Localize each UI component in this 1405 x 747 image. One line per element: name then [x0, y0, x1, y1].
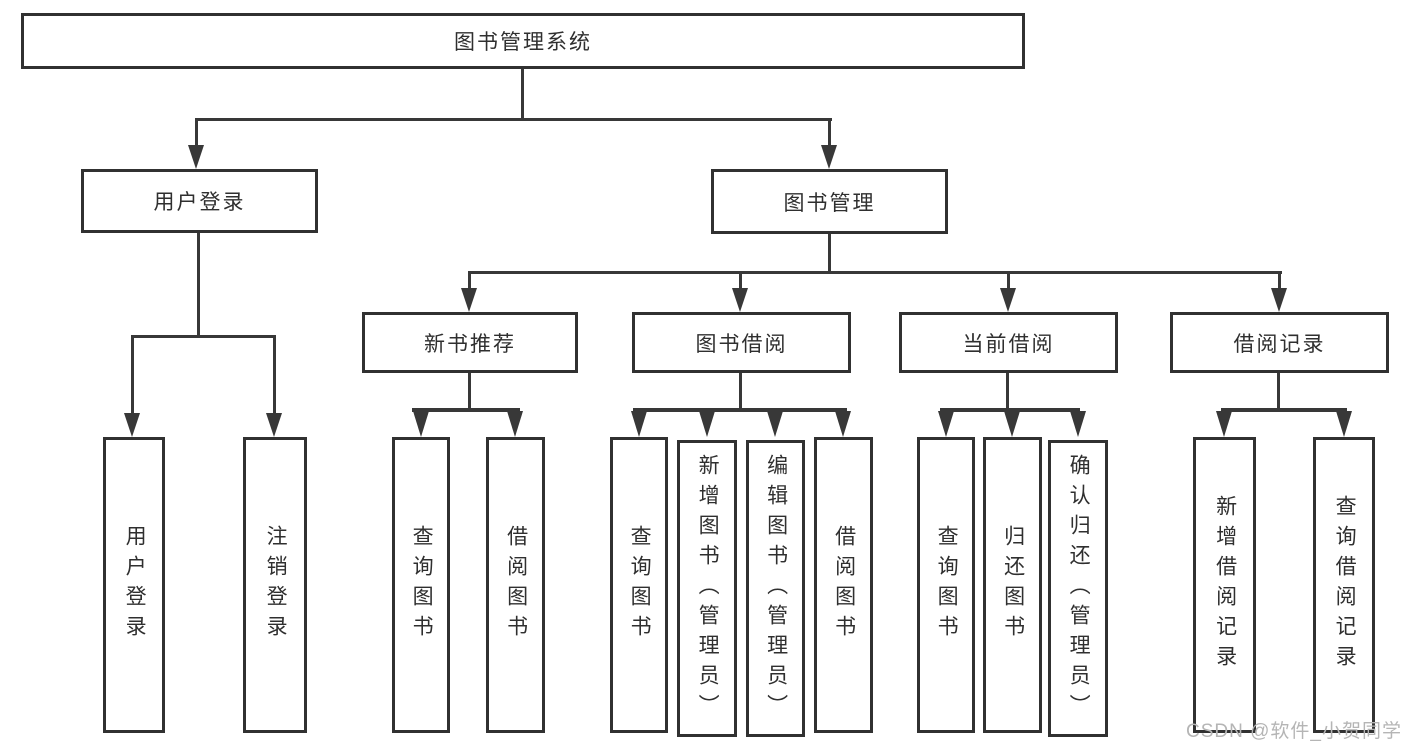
connector-group-stem — [468, 373, 471, 409]
leaf-query-books: 查询图书 — [917, 437, 975, 733]
connector-stem-current-borrow — [1007, 273, 1010, 290]
arrow-down-icon — [413, 411, 429, 437]
connector-level3-bar — [468, 271, 1282, 274]
leaf-return-books: 归还图书 — [983, 437, 1042, 733]
node-label: 编辑图书（管理员） — [764, 453, 788, 724]
leaf-borrow-books: 借阅图书 — [486, 437, 545, 733]
arrow-down-icon — [631, 411, 647, 437]
arrow-down-icon — [507, 411, 523, 437]
arrow-down-icon — [1070, 411, 1086, 437]
connector-group-bar — [1221, 408, 1347, 412]
arrow-down-icon — [188, 145, 204, 169]
arrow-down-icon — [821, 145, 837, 169]
arrow-down-icon — [699, 411, 715, 437]
node-label: 图书管理 — [783, 191, 876, 215]
connector-root-stem — [521, 69, 524, 120]
connector-book-management-stem — [828, 234, 831, 274]
leaf-logout: 注销登录 — [243, 437, 307, 733]
connector-group-bar — [412, 408, 520, 412]
arrow-down-icon — [1216, 411, 1232, 437]
arrow-down-icon — [124, 413, 140, 437]
node-label: 查询图书 — [935, 525, 959, 645]
connector-user-login-bar — [131, 335, 276, 338]
node-label: 注销登录 — [264, 525, 288, 645]
csdn-watermark: CSDN @软件_小贺同学 — [1186, 721, 1402, 742]
node-label: 新增图书（管理员） — [696, 453, 720, 724]
node-label: 确认归还（管理员） — [1067, 453, 1091, 724]
arrow-down-icon — [1000, 288, 1016, 312]
connector-group-stem — [1006, 373, 1009, 409]
node-label: 借阅图书 — [832, 525, 856, 645]
node-new-book-recommend: 新书推荐 — [362, 312, 578, 373]
node-label: 新书推荐 — [424, 332, 516, 356]
connector-group-stem — [739, 373, 742, 409]
leaf-add-books-admin: 新增图书（管理员） — [677, 440, 737, 737]
arrow-down-icon — [461, 288, 477, 312]
node-label: 查询借阅记录 — [1333, 495, 1357, 675]
node-user-login: 用户登录 — [81, 169, 318, 233]
arrow-down-icon — [938, 411, 954, 437]
arrow-down-icon — [266, 413, 282, 437]
connector-stem-book-management — [828, 120, 831, 147]
node-book-management: 图书管理 — [711, 169, 948, 234]
node-label: 查询图书 — [410, 525, 434, 645]
arrow-down-icon — [767, 411, 783, 437]
connector-stem-book-borrow — [739, 273, 742, 290]
connector-group-bar — [940, 408, 1080, 412]
leaf-query-borrow-record: 查询借阅记录 — [1313, 437, 1375, 733]
arrow-down-icon — [835, 411, 851, 437]
connector-level2-bar — [195, 118, 832, 121]
leaf-borrow-books: 借阅图书 — [814, 437, 873, 733]
node-label: 新增借阅记录 — [1213, 495, 1237, 675]
arrow-down-icon — [1271, 288, 1287, 312]
leaf-query-books: 查询图书 — [392, 437, 450, 733]
leaf-query-books: 查询图书 — [610, 437, 668, 733]
node-label: 借阅图书 — [504, 525, 528, 645]
node-label: 图书管理系统 — [454, 31, 592, 54]
leaf-add-borrow-record: 新增借阅记录 — [1193, 437, 1256, 733]
node-label: 用户登录 — [123, 525, 147, 645]
node-label: 当前借阅 — [962, 332, 1055, 356]
connector-stem-leaf-login — [131, 337, 134, 414]
node-label: 图书借阅 — [695, 332, 788, 356]
connector-user-login-stem — [197, 233, 200, 337]
connector-stem-new-book — [468, 273, 471, 290]
node-current-borrowing: 当前借阅 — [899, 312, 1118, 373]
leaf-confirm-return-admin: 确认归还（管理员） — [1048, 440, 1108, 737]
node-label: 归还图书 — [1001, 525, 1025, 645]
arrow-down-icon — [1336, 411, 1352, 437]
leaf-user-login: 用户登录 — [103, 437, 165, 733]
connector-group-bar — [633, 408, 847, 412]
node-book-borrowing: 图书借阅 — [632, 312, 851, 373]
connector-stem-leaf-logout — [273, 337, 276, 414]
node-label: 借阅记录 — [1233, 332, 1326, 356]
connector-stem-borrow-records — [1278, 273, 1281, 290]
node-label: 查询图书 — [628, 525, 652, 645]
node-label: 用户登录 — [153, 191, 246, 214]
node-borrowing-records: 借阅记录 — [1170, 312, 1389, 373]
leaf-edit-books-admin: 编辑图书（管理员） — [746, 440, 805, 737]
node-root-library-system: 图书管理系统 — [21, 13, 1025, 69]
arrow-down-icon — [1004, 411, 1020, 437]
arrow-down-icon — [732, 288, 748, 312]
connector-stem-user-login — [195, 120, 198, 147]
connector-group-stem — [1277, 373, 1280, 409]
